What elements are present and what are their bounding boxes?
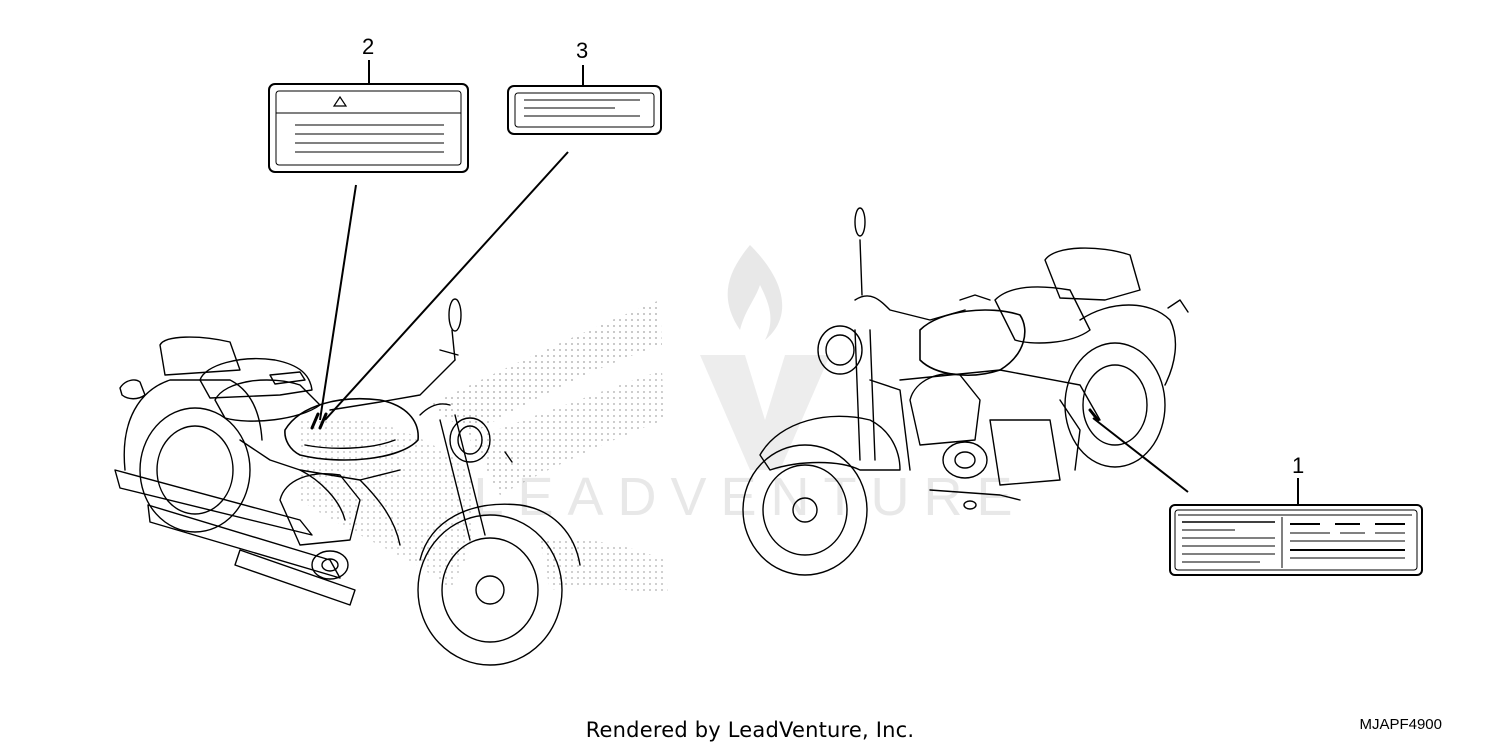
label-1 [1169,504,1423,576]
callout-number-1: 1 [1292,453,1305,478]
leader-line-3-pointer [324,151,569,421]
leader-line-1-pointer [1092,417,1189,493]
diagram-code: MJAPF4900 [1359,716,1442,733]
motorcycle-left-illustration [114,298,581,666]
footer-credit: Rendered by LeadVenture, Inc. [585,718,915,742]
callout-number-2: 2 [362,34,375,59]
leader-line-2-pointer [319,184,357,421]
leader-lines [319,60,1299,505]
callout-number-3: 3 [576,38,589,63]
label-2-caution [268,83,469,173]
watermark-text: LEADVENTURE [473,467,1026,527]
warning-triangle-icon [332,95,348,107]
dot-shading [300,300,668,595]
label-3 [507,85,662,135]
motorcycle-right-illustration [742,207,1189,576]
